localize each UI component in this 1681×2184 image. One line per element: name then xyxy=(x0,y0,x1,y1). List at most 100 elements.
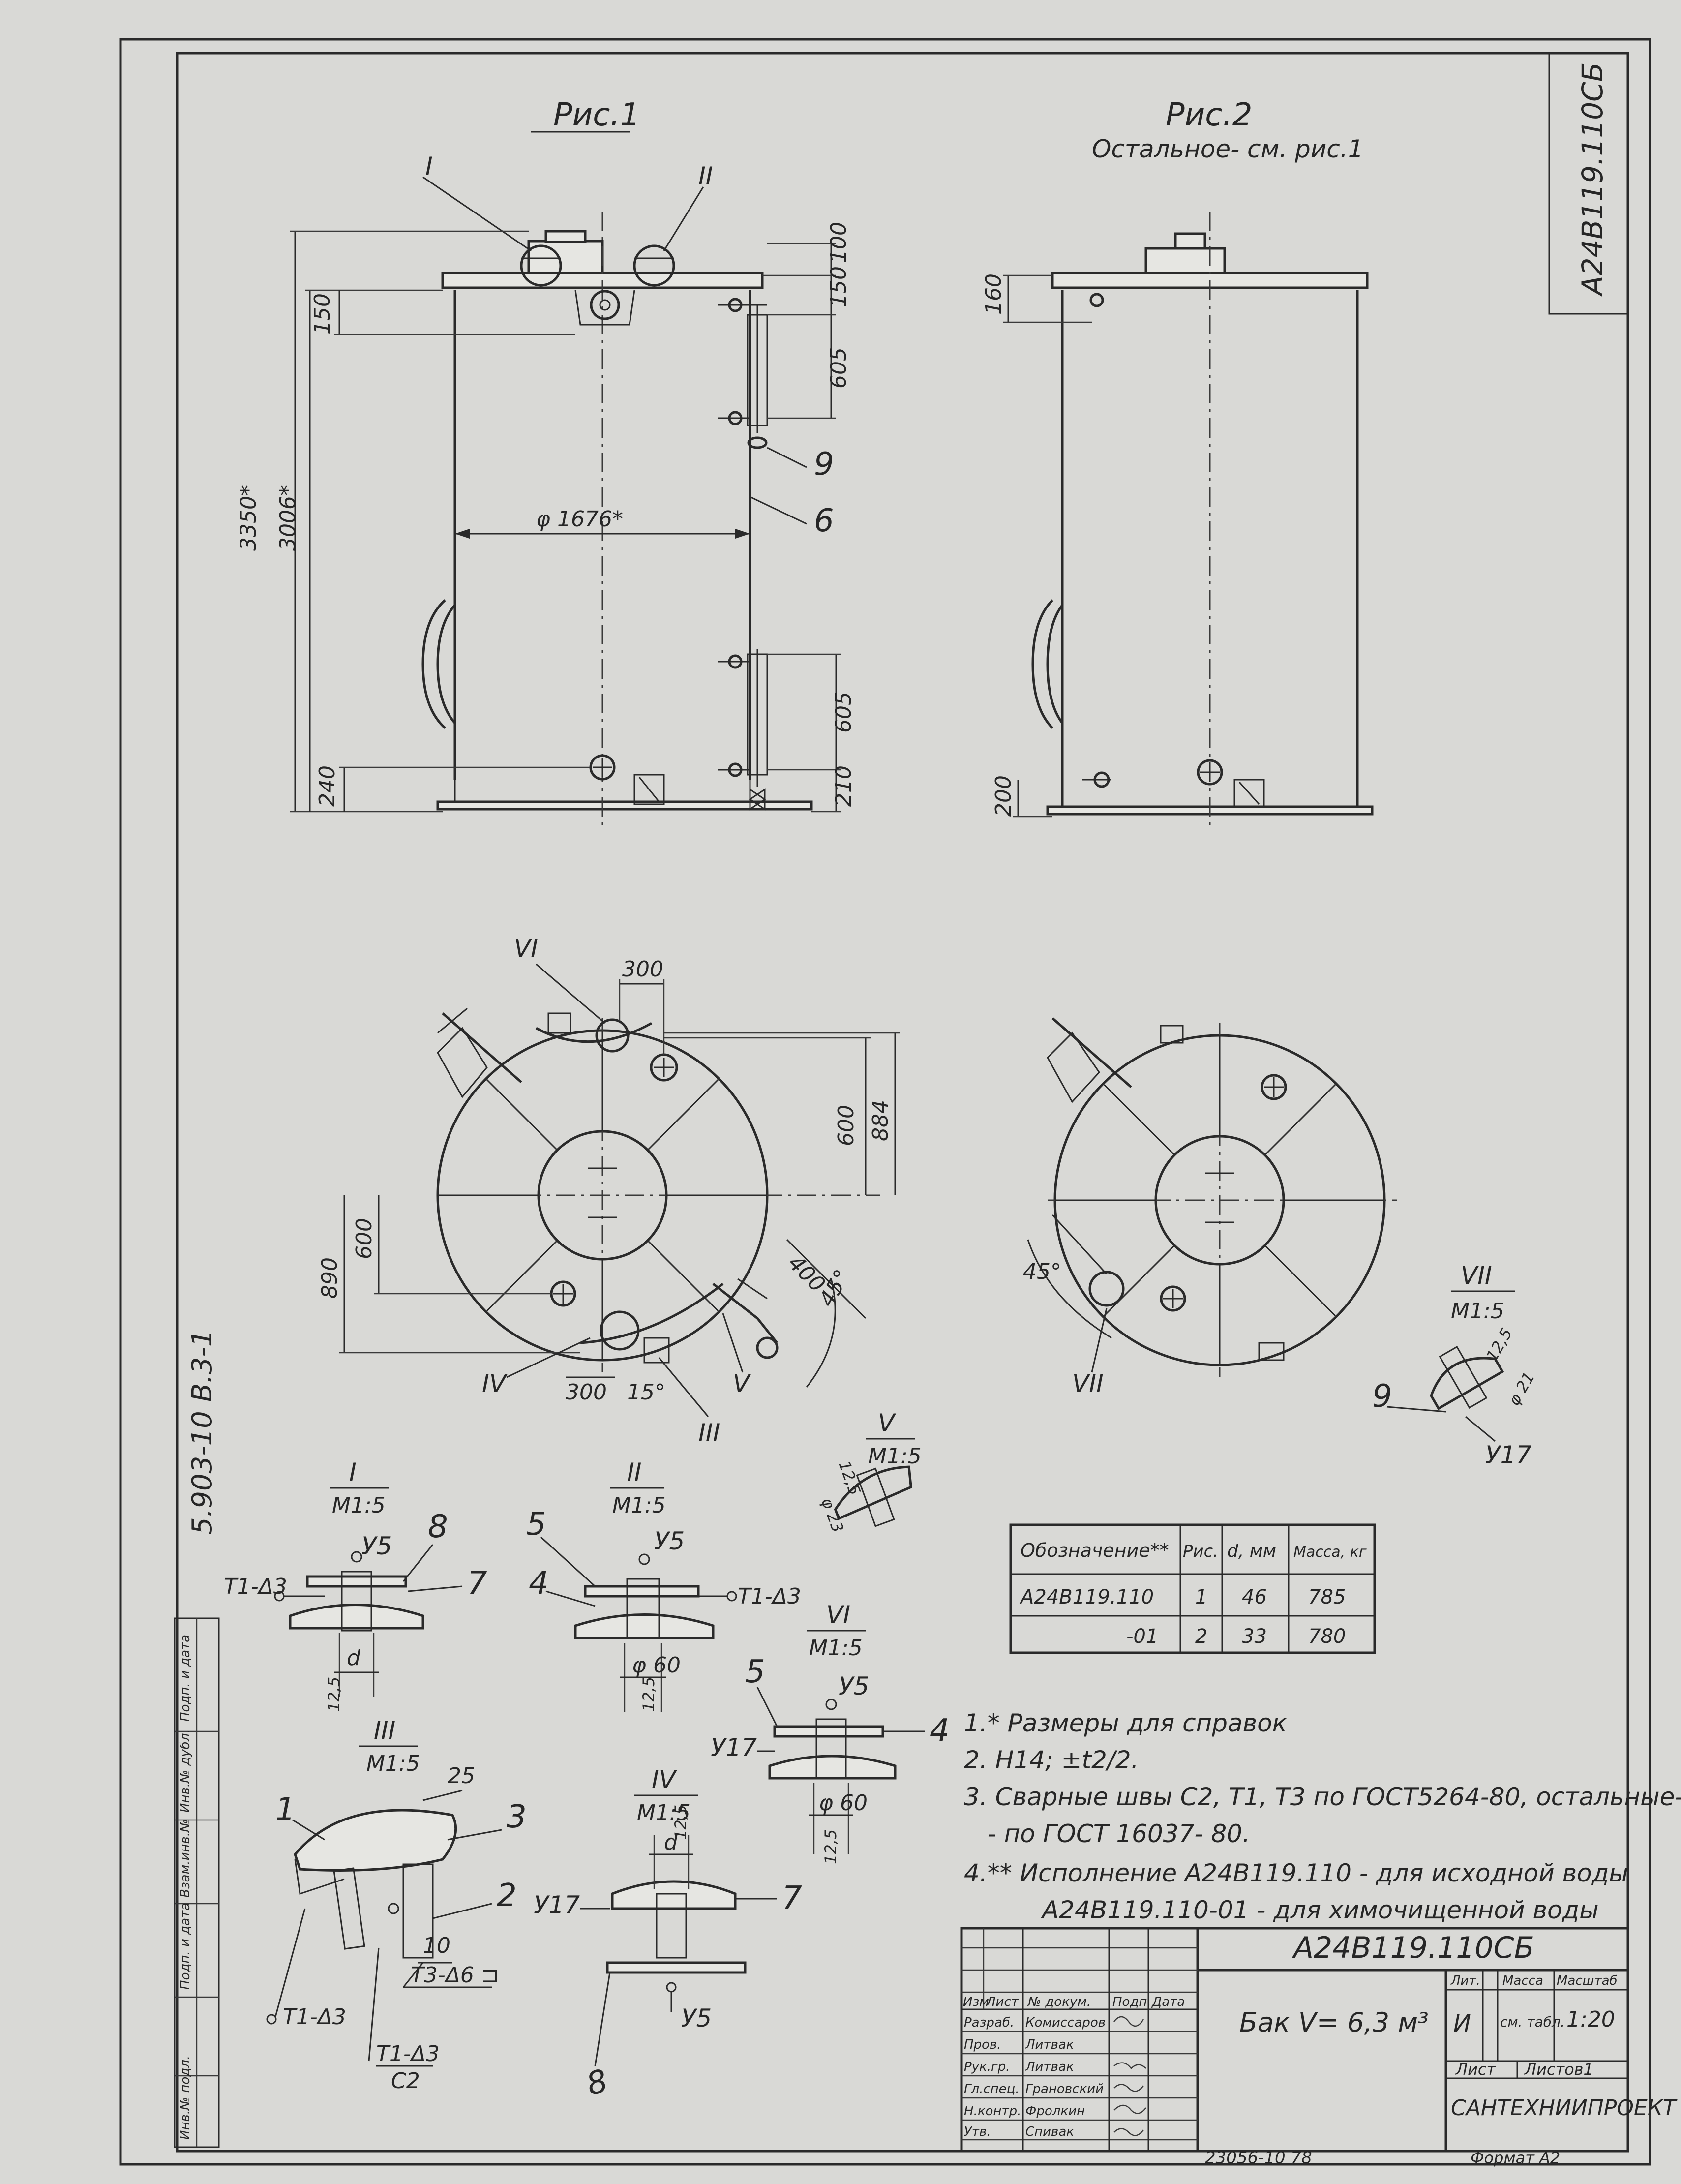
sec-II-scale: M1:5 xyxy=(612,1493,666,1518)
margin-label-4: Подп. и дата xyxy=(178,1635,193,1722)
left-margin-strip: Подп. и дата Инв.№ дубл. Взам.инв.№ Подп… xyxy=(174,1617,220,2148)
table-cell-1-2: 33 xyxy=(1242,1625,1267,1648)
fig2-note: Остальное- см. рис.1 xyxy=(1092,135,1363,163)
dim-25: 25 xyxy=(448,1763,475,1789)
weld-t1-III-a: Т1-Δ3 xyxy=(283,2004,346,2030)
technical-notes: 1.* Размеры для справок 2. Н14; ±t2/2. 3… xyxy=(964,1709,1681,1924)
table-cell-0-3: 785 xyxy=(1308,1586,1346,1608)
dim-phi60-VI: φ 60 xyxy=(819,1790,868,1816)
tb-role-5: Утв. xyxy=(964,2124,991,2139)
sec-V-title: V xyxy=(878,1409,897,1437)
tb-name-3: Грановский xyxy=(1025,2082,1104,2096)
execution-table: Обозначение** Рис. d, мм Масса, кг А24В1… xyxy=(1009,1523,1376,1654)
sec-VII-scale: M1:5 xyxy=(1451,1299,1504,1324)
tb-role-2: Рук.гр. xyxy=(964,2060,1010,2074)
view-ref-VII: VII xyxy=(1072,1369,1104,1398)
dim-160: 160 xyxy=(981,273,1006,315)
dim-605-lower: 605 xyxy=(831,692,856,733)
dim-150-left: 150 xyxy=(310,293,335,334)
pos-5-VI: 5 xyxy=(745,1654,765,1690)
weld-y5-VI: У5 xyxy=(839,1672,869,1700)
tb-mass-label: Масса xyxy=(1502,1973,1543,1988)
weld-t1-I: Т1-Δ3 xyxy=(224,1574,287,1599)
margin-label-3: Инв.№ дубл. xyxy=(178,1729,193,1813)
tb-name: Бак V= 6,3 м³ xyxy=(1239,2007,1429,2038)
side-code: 5.903-10 В.3-1 xyxy=(186,1330,218,1535)
tb-name-0: Комиссаров xyxy=(1025,2015,1106,2030)
tb-name-4: Фролкин xyxy=(1025,2104,1085,2119)
table-header-2: d, мм xyxy=(1227,1541,1276,1561)
dim-12-5-VI: 12,5 xyxy=(821,1829,840,1864)
pos-8: 8 xyxy=(428,1509,448,1545)
pos-5-II: 5 xyxy=(526,1506,546,1543)
dim-diameter-1676: φ 1676* xyxy=(536,507,623,532)
title-block: Изм Лист № докум. Подп. Дата Разраб. Ком… xyxy=(960,1927,1678,2168)
view-ref-V: V xyxy=(733,1369,751,1398)
corner-code: А24В119.110СБ xyxy=(1576,62,1609,297)
plan-view-1: 300 600 884 600 890 400 45° 300 15° VI I… xyxy=(317,934,900,1447)
dim-600-right: 600 xyxy=(834,1105,859,1146)
tb-doc-code: А24В119.110СБ xyxy=(1291,1931,1534,1965)
margin-label-1: Подп. и дата xyxy=(178,1903,193,1990)
dim-150-right: 150 xyxy=(826,266,851,307)
tb-org: САНТЕХНИИПРОЕКТ xyxy=(1451,2095,1678,2121)
dim-3350: 3350* xyxy=(236,485,261,551)
sec-IV-scale: M1:5 xyxy=(637,1800,690,1825)
dim-12-5-I: 12,5 xyxy=(325,1677,343,1712)
dim-890: 890 xyxy=(317,1257,342,1299)
section-III: III M1:5 1 3 2 25 10 Т1-Δ3 Т3-Δ6 ⊐ Т1-Δ3… xyxy=(266,1716,527,2093)
tb-role-0: Разраб. xyxy=(964,2015,1014,2030)
weld-y5-I: У5 xyxy=(361,1532,392,1560)
sec-II-title: II xyxy=(627,1458,642,1486)
pos-9-VII: 9 xyxy=(1372,1378,1392,1415)
tb-col-sign: Подп. xyxy=(1112,1995,1151,2009)
dim-100: 100 xyxy=(826,222,851,263)
pos-2: 2 xyxy=(497,1878,517,1914)
sec-V-scale: M1:5 xyxy=(868,1444,922,1469)
sec-VI-scale: M1:5 xyxy=(809,1636,863,1661)
table-cell-1-3: 780 xyxy=(1308,1625,1346,1648)
view-ref-VI: VI xyxy=(514,934,538,963)
note-3-cont: - по ГОСТ 16037- 80. xyxy=(964,1820,1250,1848)
weld-t3: Т3-Δ6 ⊐ xyxy=(411,1963,499,1988)
weld-y17-VII: У17 xyxy=(1485,1441,1531,1469)
weld-y17-VI: У17 xyxy=(711,1733,757,1762)
tb-mass-value: см. табл. xyxy=(1500,2014,1565,2030)
section-VI: VI M1:5 У5 5 4 У17 φ 60 12,5 xyxy=(711,1601,950,1864)
dim-d-IV: d xyxy=(664,1830,678,1855)
tb-col-list: Лист xyxy=(986,1995,1019,2009)
tb-stamp-number: 23056-10 78 xyxy=(1205,2148,1312,2168)
sec-IV-title: IV xyxy=(652,1765,678,1794)
section-I: I M1:5 d 12,5 У5 Т1-Δ3 8 7 xyxy=(224,1458,487,1712)
fig2-title: Рис.2 xyxy=(1166,97,1252,133)
weld-y5-II: У5 xyxy=(654,1527,685,1555)
view-ref-II: II xyxy=(698,162,713,190)
sec-III-scale: M1:5 xyxy=(366,1751,420,1776)
note-2: 2. Н14; ±t2/2. xyxy=(964,1746,1139,1774)
table-cell-0-2: 46 xyxy=(1242,1586,1267,1608)
tb-role-4: Н.контр. xyxy=(964,2104,1021,2119)
weld-c2: С2 xyxy=(391,2068,420,2093)
figure-2-side-view: Рис.2 Остальное- см. рис.1 160 200 xyxy=(981,97,1374,831)
note-4-cont: А24В119.110-01 - для химочищенной воды xyxy=(964,1896,1599,1924)
dim-600-left: 600 xyxy=(352,1218,377,1259)
dim-605-upper: 605 xyxy=(826,347,851,389)
tb-col-doc: № докум. xyxy=(1027,1995,1091,2009)
dim-210: 210 xyxy=(831,765,856,807)
dim-phi60-II: φ 60 xyxy=(632,1653,681,1678)
weld-y5-IV: У5 xyxy=(681,2004,712,2032)
note-1: 1.* Размеры для справок xyxy=(964,1709,1287,1737)
margin-label-2: Взам.инв.№ xyxy=(178,1819,193,1898)
pos-4-II: 4 xyxy=(529,1565,549,1602)
section-II: II M1:5 У5 Т1-Δ3 5 4 φ 60 12,5 xyxy=(526,1458,801,1712)
pos-1: 1 xyxy=(275,1791,296,1828)
view-ref-IV: IV xyxy=(482,1369,508,1398)
pos-4-VI: 4 xyxy=(930,1713,950,1749)
tb-sheet-label: Лист xyxy=(1455,2060,1496,2079)
table-header-1: Рис. xyxy=(1183,1542,1218,1561)
note-3: 3. Сварные швы С2, Т1, Т3 по ГОСТ5264-80… xyxy=(964,1783,1681,1811)
table-cell-0-1: 1 xyxy=(1195,1586,1207,1608)
weld-t1-II: Т1-Δ3 xyxy=(738,1584,801,1609)
tb-col-izm: Изм xyxy=(963,1995,989,2009)
